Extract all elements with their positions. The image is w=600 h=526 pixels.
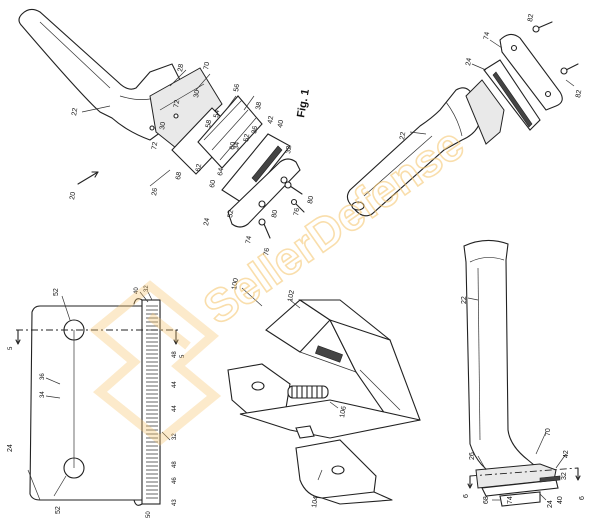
fig5-cover <box>499 491 541 507</box>
ref: 72 <box>151 141 159 150</box>
ref: 32 <box>172 433 178 440</box>
ref: 44 <box>172 381 178 388</box>
fig5-side-view: 22 70 26 42 6 68 32 74 24 40 6 <box>461 239 586 508</box>
ref: 5 <box>8 346 14 350</box>
ref: 100 <box>231 278 240 291</box>
ref: 40 <box>557 496 564 504</box>
ref: 74 <box>483 31 491 40</box>
ref: 22 <box>399 131 407 140</box>
ref: 102 <box>287 290 296 303</box>
ref: 54 <box>213 109 221 118</box>
ref: 42 <box>267 115 275 124</box>
ref: 42 <box>563 450 570 458</box>
ref: 52 <box>227 209 235 218</box>
ref: 68 <box>483 496 490 504</box>
ref: 34 <box>40 391 46 398</box>
ref: 62 <box>195 163 203 172</box>
ref: 82 <box>527 13 535 22</box>
ref: 40 <box>277 119 285 128</box>
ref: 32 <box>144 285 150 292</box>
watermark-logo <box>88 280 222 446</box>
ref: 80 <box>271 209 279 218</box>
ref: 22 <box>71 107 79 116</box>
fig4-latch-mechanism: 100 102 106 104 <box>227 278 421 509</box>
ref: 70 <box>203 61 211 70</box>
fig1-blade-teeth <box>251 145 283 183</box>
ref: 44 <box>172 405 178 412</box>
ref: 74 <box>507 496 514 504</box>
ref: 26 <box>469 452 476 460</box>
ref: 28 <box>177 63 185 72</box>
ref: 82 <box>575 89 583 98</box>
ref: 30 <box>193 89 201 98</box>
ref: 80 <box>307 195 315 204</box>
fig1-arrow-20 <box>77 171 99 185</box>
ref: 52 <box>243 133 251 142</box>
ref: 72 <box>173 99 181 108</box>
ref: 64 <box>217 167 225 176</box>
fig1-exploded-tool: 22 28 70 30 72 56 38 30 72 54 58 60 36 5… <box>18 8 315 256</box>
fig3-plate-outline <box>29 305 161 501</box>
ref: 104 <box>311 496 320 509</box>
fig3-plate-plan-view: 52 40 32 5 36 34 48 5 44 44 32 24 48 46 … <box>7 285 186 518</box>
ref: 26 <box>151 187 159 196</box>
fig5-handle <box>463 239 541 487</box>
ref: 52 <box>55 506 62 514</box>
ref: 60 <box>229 141 237 150</box>
ref: 70 <box>545 428 552 436</box>
ref: 76 <box>263 247 271 256</box>
fig4-slider <box>239 399 421 439</box>
fig3-reference-numerals: 52 40 32 5 36 34 48 5 44 44 32 24 48 46 … <box>7 285 186 518</box>
fig4-spring <box>287 385 329 399</box>
ref: 106 <box>339 406 348 419</box>
fig1-reference-numerals: 22 28 70 30 72 56 38 30 72 54 58 60 36 5… <box>69 61 315 256</box>
fig1-handle <box>18 8 187 141</box>
ref: 22 <box>461 296 468 304</box>
fig5-head <box>475 463 557 489</box>
ref: 30 <box>159 121 167 130</box>
ref: 24 <box>203 217 211 226</box>
fig5-reference-numerals: 22 70 26 42 6 68 32 74 24 40 6 <box>461 296 586 508</box>
ref: 76 <box>293 207 301 216</box>
ref: 5 <box>180 354 186 358</box>
ref: 40 <box>134 287 140 294</box>
ref: 48 <box>172 351 178 358</box>
fig1-blade <box>221 133 291 205</box>
fig5-section-line <box>469 467 579 477</box>
ref: 38 <box>255 101 263 110</box>
ref: 6 <box>579 496 586 500</box>
ref: 32 <box>285 145 293 154</box>
fig4-reference-numerals: 100 102 106 104 <box>231 278 348 509</box>
ref: 36 <box>40 373 46 380</box>
fig1-screws <box>258 181 305 239</box>
ref: 60 <box>209 179 217 188</box>
ref: 36 <box>251 125 259 134</box>
ref: 20 <box>69 191 77 200</box>
ref: 43 <box>172 499 178 506</box>
ref: 68 <box>175 171 183 180</box>
ref: 52 <box>53 288 60 296</box>
ref: 24 <box>547 500 554 508</box>
ref: 50 <box>146 511 152 518</box>
fig2-screws <box>532 21 579 75</box>
fig3-teeth <box>146 305 158 499</box>
ref: 46 <box>172 477 178 484</box>
ref: 32 <box>561 472 568 480</box>
ref: 58 <box>205 119 213 128</box>
figure-label: Fig. 1 <box>295 88 312 118</box>
ref: 24 <box>465 57 473 66</box>
fig2-reference-numerals: 82 74 24 82 22 <box>399 13 583 140</box>
ref: 48 <box>172 461 178 468</box>
ref: 56 <box>233 83 241 92</box>
ref: 74 <box>245 235 253 244</box>
fig2-head-plate <box>465 79 505 145</box>
fig2-tool-assembly: 82 74 24 82 22 <box>346 13 583 217</box>
fig2-cover <box>499 33 563 111</box>
ref: 24 <box>7 444 14 452</box>
ref: 34 <box>233 141 241 150</box>
ref: 6 <box>463 494 470 498</box>
fig1-blade-holder <box>197 95 263 169</box>
fig1-cover-plate <box>227 158 301 228</box>
